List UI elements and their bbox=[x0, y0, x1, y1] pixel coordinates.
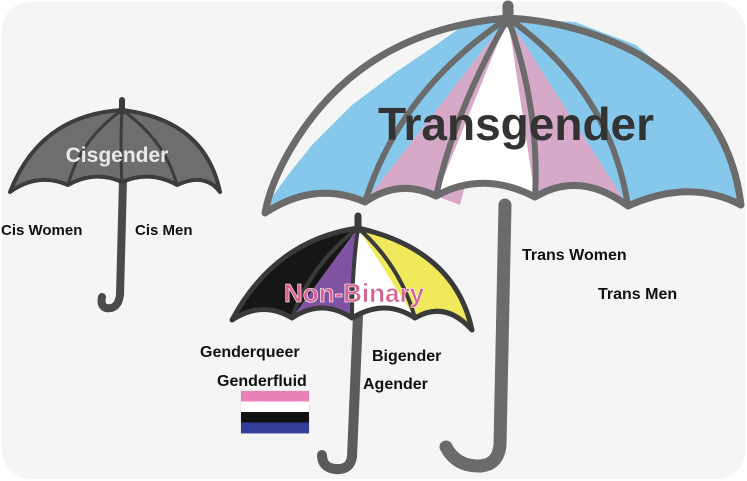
transgender-canopy-segment-white bbox=[436, 18, 535, 197]
transgender-umbrella-shaft bbox=[439, 198, 512, 473]
non-binary-rib bbox=[350, 227, 360, 319]
non-binary-rib bbox=[290, 226, 360, 319]
transgender-canopy-segment-pink-left bbox=[365, 18, 508, 205]
genderfluid-label: Genderfluid bbox=[217, 373, 307, 390]
cisgender-title: Cisgender bbox=[66, 144, 169, 167]
cisgender-umbrella: Cisgender Cis Women Cis Men bbox=[1, 97, 222, 313]
non-binary-umbrella-shaft bbox=[317, 310, 363, 475]
non-binary-canopy-segment-black bbox=[232, 228, 358, 320]
trans-women-label: Trans Women bbox=[522, 247, 627, 264]
trans-men-label: Trans Men bbox=[598, 286, 677, 303]
transgender-rib bbox=[505, 17, 539, 198]
transgender-umbrella: Transgender Trans Women Trans Men bbox=[261, 0, 745, 473]
non-binary-canopy-segment-yellow bbox=[358, 228, 472, 330]
genderqueer-label: Genderqueer bbox=[200, 344, 300, 361]
flag-stripe bbox=[241, 412, 309, 423]
non-binary-rib bbox=[356, 226, 417, 319]
transgender-title: Transgender bbox=[378, 98, 654, 150]
transgender-rib bbox=[506, 15, 631, 207]
agender-label: Agender bbox=[363, 376, 428, 393]
cisgender-rib bbox=[121, 108, 179, 186]
cis-women-label: Cis Women bbox=[1, 222, 82, 239]
transgender-rib bbox=[433, 16, 511, 197]
transgender-canopy-outline bbox=[261, 14, 745, 217]
cisgender-rib bbox=[66, 108, 123, 186]
non-binary-umbrella: Non-Binary Genderqueer Genderfluid Bigen… bbox=[200, 212, 475, 475]
cisgender-umbrella-shaft bbox=[97, 176, 127, 313]
cis-men-label: Cis Men bbox=[135, 222, 193, 239]
non-binary-title: Non-Binary bbox=[284, 278, 425, 308]
flag-stripe bbox=[241, 391, 309, 402]
transgender-canopy-segment-blue-right bbox=[508, 18, 741, 206]
non-binary-canopy-segment-purple bbox=[292, 228, 358, 318]
non-binary-canopy-segment-white bbox=[352, 228, 415, 318]
flag-stripe bbox=[241, 401, 309, 413]
bigender-label: Bigender bbox=[372, 348, 441, 365]
flag-stripe bbox=[241, 422, 309, 434]
transgender-rib bbox=[362, 15, 510, 203]
genderfluid-flag-icon bbox=[240, 390, 310, 434]
cisgender-rib bbox=[119, 109, 124, 183]
